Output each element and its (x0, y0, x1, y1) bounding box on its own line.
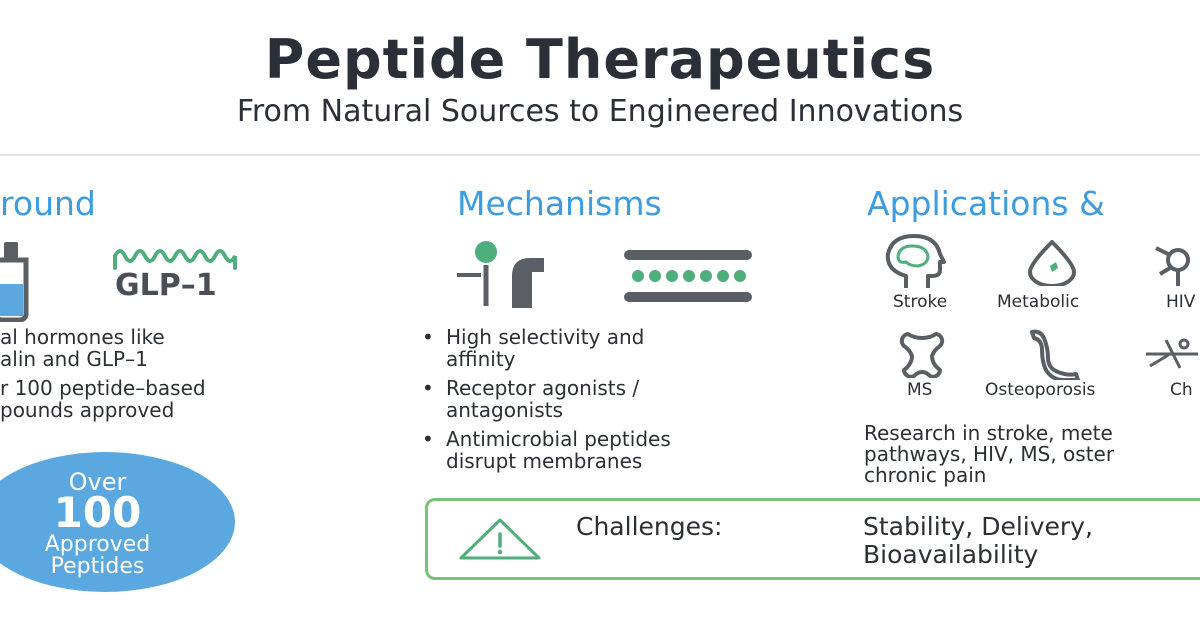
research-text-line: chronic pain (864, 463, 987, 487)
application-label: Stroke (893, 292, 948, 312)
background-text-line: alin and GLP–1 (0, 347, 148, 371)
bone-icon (899, 332, 945, 378)
membrane-icon (624, 250, 752, 302)
receptor-icon (457, 241, 544, 308)
background-heading: kground (0, 184, 96, 223)
background-text-line: pounds approved (0, 398, 175, 422)
challenges-box (425, 498, 1200, 580)
brain-head-icon (885, 234, 946, 288)
mechanism-bullet-cont: disrupt membranes (446, 449, 643, 473)
hiv-virus-icon (1155, 246, 1190, 286)
challenges-value: Bioavailability (863, 540, 1039, 569)
mechanism-bullet-cont: affinity (446, 347, 516, 371)
peptide-wave-icon (113, 249, 237, 270)
mechanism-bullet: Antimicrobial peptides (422, 428, 671, 450)
warning-icon (459, 518, 541, 560)
badge-number: 100 (53, 488, 142, 537)
application-label: MS (907, 380, 933, 400)
page-subtitle: From Natural Sources to Engineered Innov… (236, 94, 964, 129)
glp1-label: GLP–1 (115, 268, 217, 303)
mechanism-bullet-cont: antagonists (446, 398, 563, 422)
mechanism-bullet: Receptor agonists / (422, 377, 639, 399)
challenges-label: Challenges: (576, 512, 723, 541)
badge-line: Peptides (50, 554, 145, 579)
research-text-line: pathways, HIV, MS, oster (864, 442, 1115, 466)
challenges-value: Stability, Delivery, (863, 512, 1093, 541)
approved-peptides-badge: Over 100 Approved Peptides (0, 452, 235, 592)
badge-line: Over (68, 468, 127, 496)
vial-icon (0, 242, 29, 322)
research-text-line: Research in stroke, mete (864, 421, 1113, 445)
background-text-line: al hormones like (0, 325, 165, 349)
badge-line: Approved (44, 532, 151, 557)
application-label: Ch (1170, 380, 1193, 400)
application-label: Osteoporosis (985, 380, 1096, 400)
application-label: Metabolic (997, 292, 1080, 312)
header-divider (0, 154, 1200, 156)
background-text-line: r 100 peptide–based (0, 376, 206, 400)
mechanisms-heading: Mechanisms (457, 184, 662, 223)
mechanism-bullet: High selectivity and (422, 326, 644, 348)
application-label: HIV (1166, 292, 1196, 312)
applications-heading: Applications & (867, 184, 1105, 223)
nerve-icon (1146, 338, 1198, 369)
femur-bone-icon (1030, 329, 1080, 380)
metabolic-drop-icon (1027, 240, 1077, 286)
page-title: Peptide Therapeutics (264, 28, 936, 91)
